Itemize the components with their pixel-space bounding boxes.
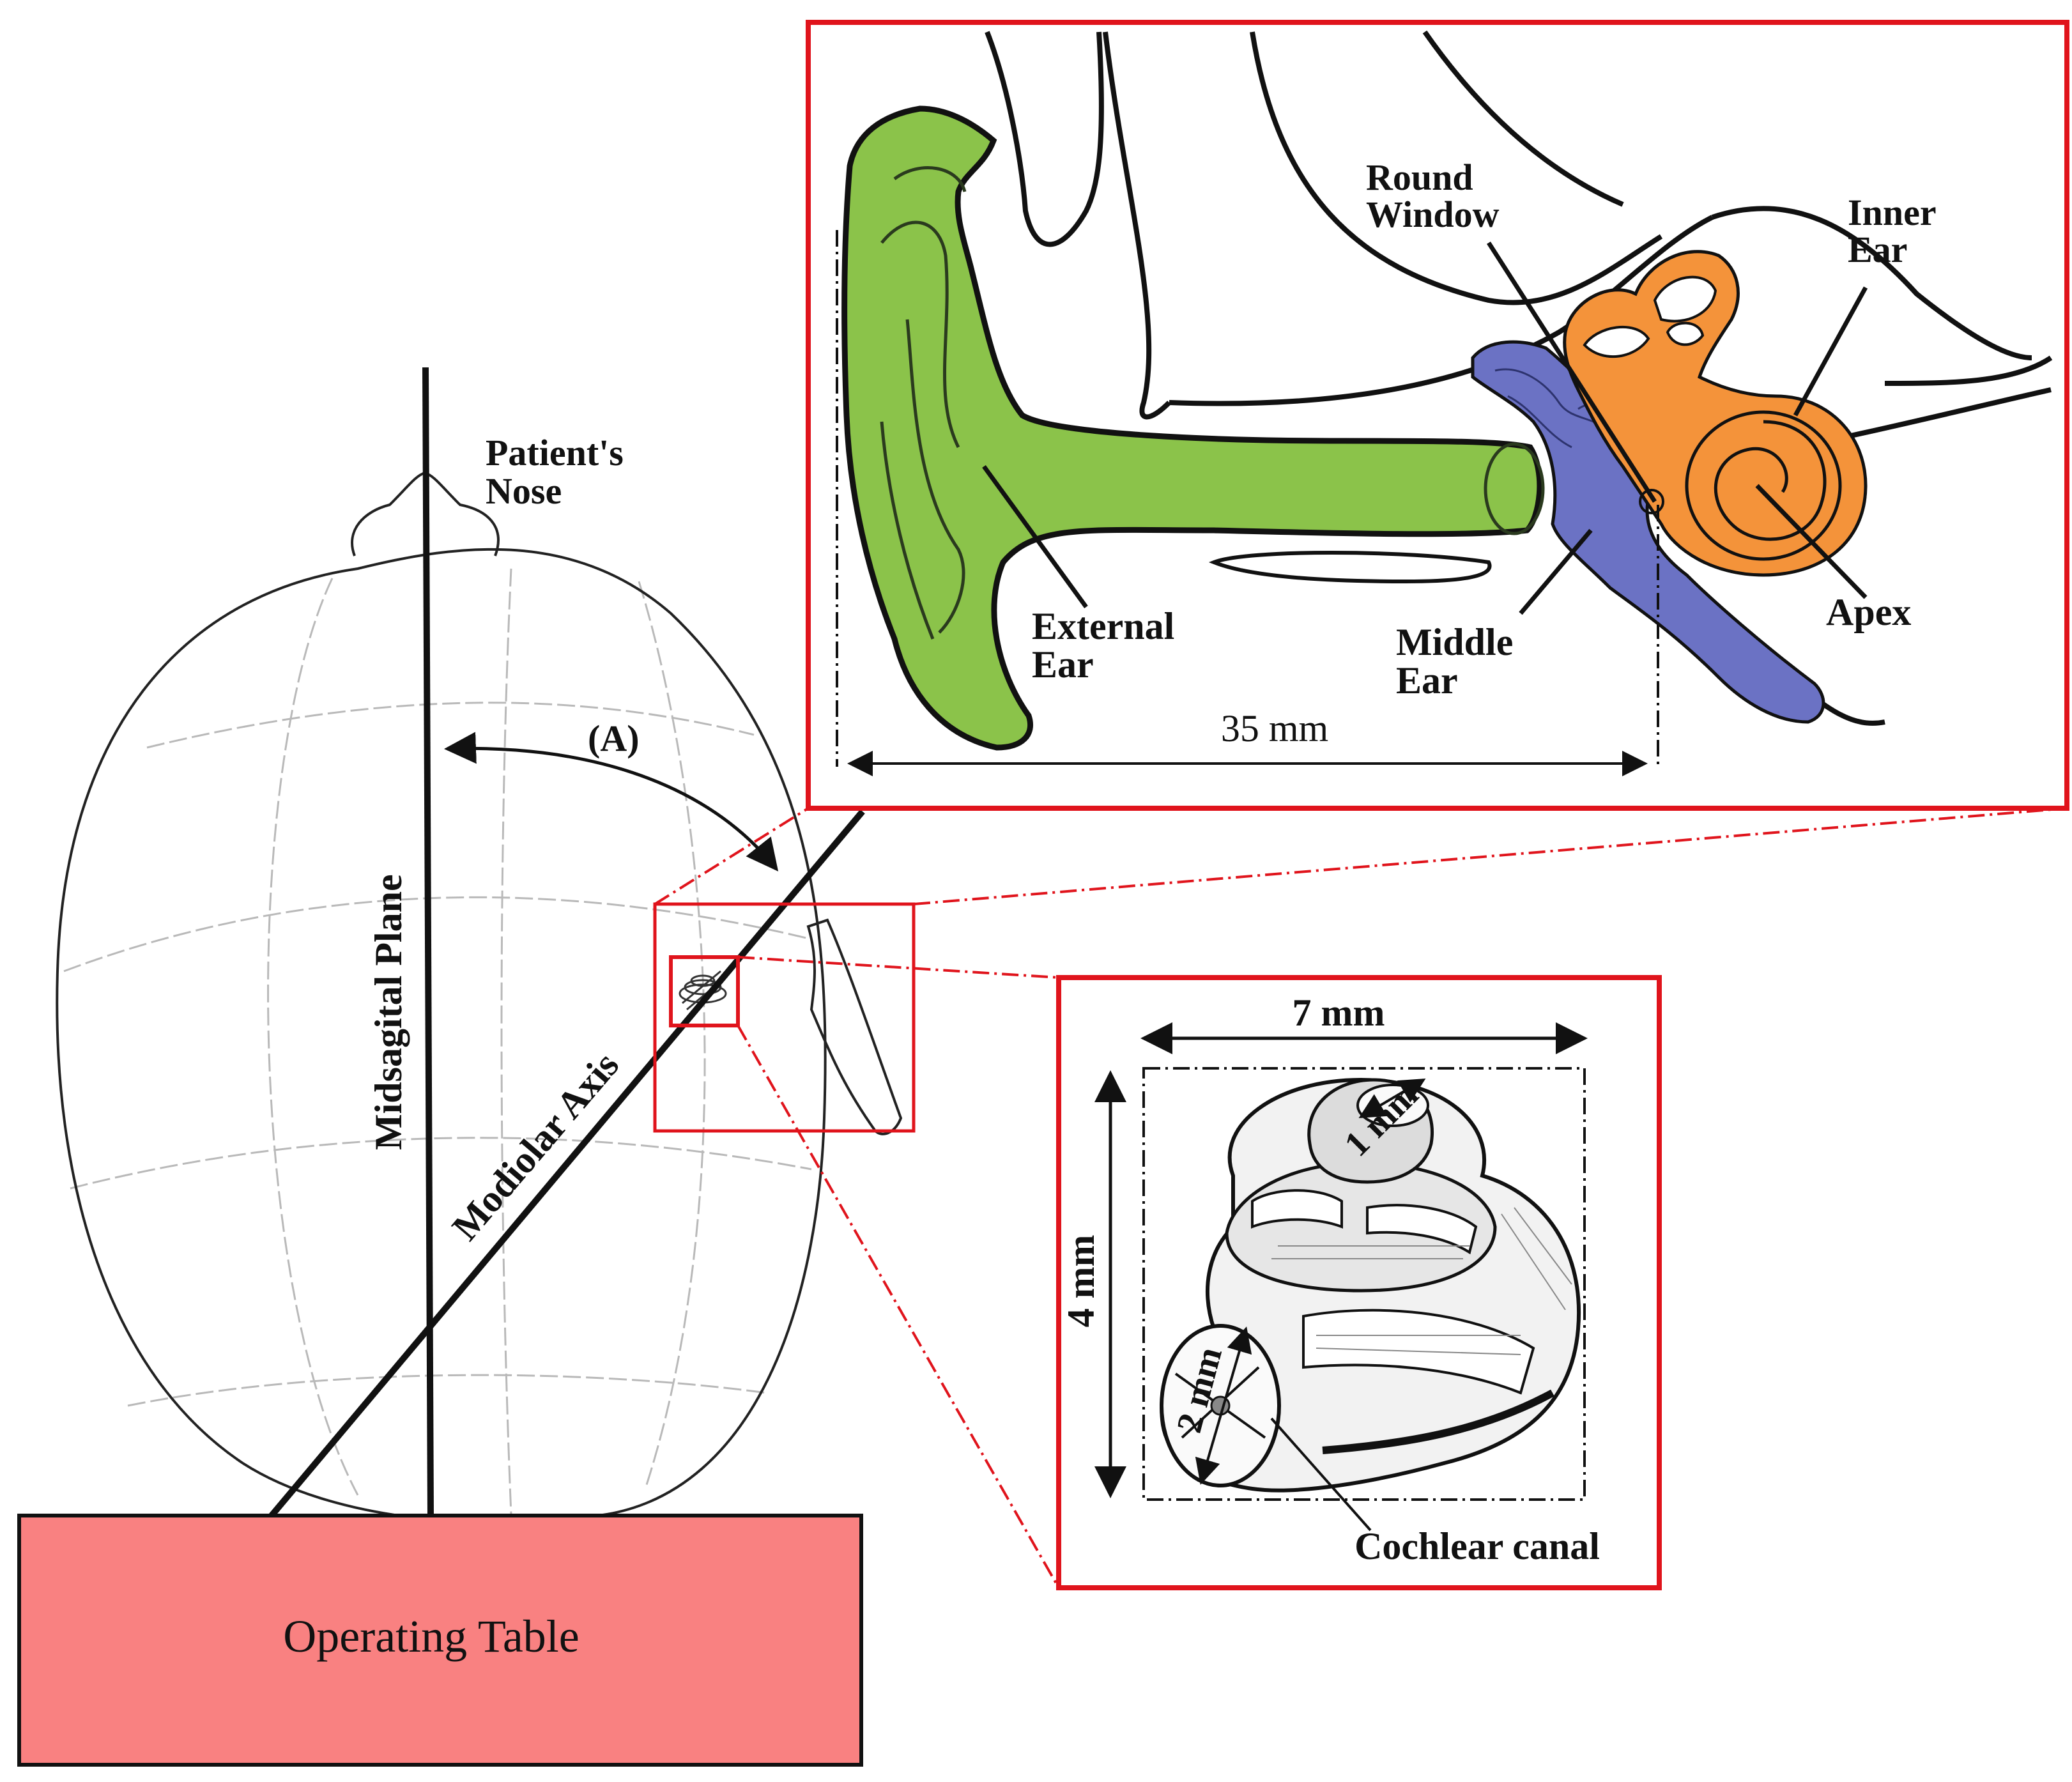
external-ear-label: External Ear [1032, 605, 1184, 686]
dim-7mm-label: 7 mm [1293, 992, 1385, 1034]
cochlear-canal-label: Cochlear canal [1354, 1525, 1600, 1567]
dim-35mm-label: 35 mm [1221, 707, 1328, 749]
angle-a-arrow [444, 732, 779, 872]
inner-ear-shape [1563, 250, 1868, 577]
ear-anatomy-drawing [836, 30, 2053, 776]
cochlea-zoom-box [669, 955, 740, 1027]
middle-ear-label: Middle Ear [1396, 621, 1523, 702]
operating-table [17, 1514, 863, 1767]
cochlea-drawing [1094, 1022, 1588, 1532]
patients-nose-label: Patient's Nose [486, 432, 633, 512]
angle-a-label: (A) [588, 718, 640, 759]
modiolar-axis-label: Modiolar Axis [444, 1044, 627, 1248]
operating-table-label: Operating Table [283, 1611, 579, 1662]
apex-label: Apex [1826, 591, 1911, 633]
modiolar-axis-line [269, 809, 865, 1518]
midsagittal-plane-label: Midsagital Plane [367, 874, 410, 1150]
head-outline [56, 471, 903, 1525]
ear-zoom-box [653, 902, 916, 1133]
dim-4mm-label: 4 mm [1060, 1235, 1102, 1328]
ear-outline-on-head [806, 918, 903, 1135]
midsagittal-plane-line [422, 367, 434, 1516]
inner-ear-label: Inner Ear [1848, 192, 1945, 270]
round-window-label: Round Window [1366, 157, 1500, 235]
